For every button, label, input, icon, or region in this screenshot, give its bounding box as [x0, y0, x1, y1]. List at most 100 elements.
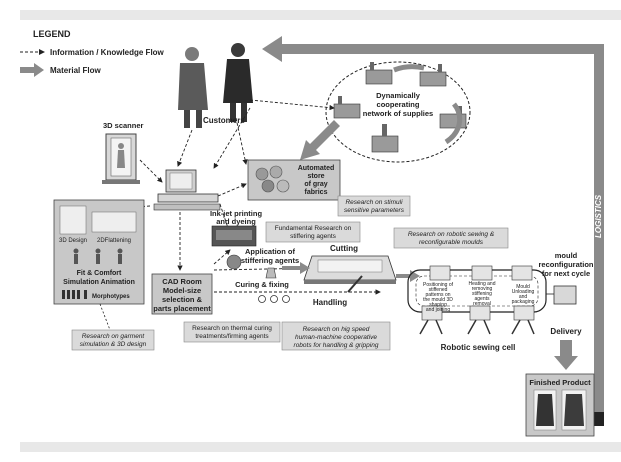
network-label-3: network of supplies [363, 109, 433, 118]
cutting-label: Cutting [330, 244, 358, 253]
delivery-arrow [554, 340, 578, 370]
stiffening-label-2: stiffering agents [241, 256, 299, 265]
cell-removal-1: Heating and [469, 281, 496, 287]
curing-label: Curing & fixing [235, 280, 289, 289]
customers-icon [178, 43, 253, 128]
research-speed-box [281, 321, 391, 351]
logistics-end [594, 412, 604, 426]
inkjet-printer-slot [216, 230, 252, 240]
finished-product-label: Finished Product [529, 378, 591, 387]
robot-icons [419, 319, 535, 335]
logistics-arrowhead [262, 36, 282, 62]
research-stimuli-1: Research on stimuli [345, 199, 403, 206]
research-fundamental-2: stiffering agents [290, 233, 337, 240]
network-flow-arrow [393, 64, 425, 73]
cad-room-box [151, 273, 213, 315]
computer-icon [153, 169, 221, 211]
design-3d-thumb [59, 205, 87, 235]
mould-stations [421, 265, 535, 321]
curing-dot [270, 295, 278, 303]
fit-label-1: Fit & Comfort [77, 270, 122, 277]
flattening-label: 2DFlattening [97, 238, 131, 244]
network-label-1: Dynamically [376, 91, 421, 100]
research-stimuli-box [337, 195, 411, 217]
bottom-band [20, 442, 621, 452]
network-flow-arrow [444, 102, 463, 145]
fabric-rolls-icon [255, 165, 290, 193]
cad-label-3: selection & [162, 295, 203, 304]
morphotype-figures [62, 290, 87, 299]
cell-removal-3: stiffening [472, 291, 492, 297]
research-thermal-2: treatments/firming agents [195, 333, 269, 340]
network-loop [325, 61, 471, 163]
cell-positioning-3: patterns on [425, 292, 450, 298]
research-robotic-1: Research on robotic sewing & [408, 231, 494, 238]
research-garment-2: simulation & 3D design [80, 341, 147, 348]
store-label-2: store [307, 173, 324, 180]
cad-label-4: parts placement [153, 304, 211, 313]
fit-label-2: Simulation Animation [63, 279, 135, 286]
stiffening-label-1: Application of [245, 247, 295, 256]
curing-dot [258, 295, 266, 303]
curing-dot [282, 295, 290, 303]
legend-material-arrow [20, 63, 44, 77]
flattening-thumb [91, 211, 137, 233]
mould-label-3: for next cycle [542, 269, 590, 278]
scanner-label: 3D scanner [103, 121, 144, 130]
cell-unloading-3: and [519, 294, 528, 300]
cell-unloading-2: Unloading [512, 289, 535, 295]
garment-link [99, 303, 111, 331]
cell-removal-2: removing [472, 286, 493, 292]
research-garment-1: Research on garment [82, 333, 146, 340]
delivery-label: Delivery [550, 327, 582, 336]
research-stimuli-2: sensitive parameters [344, 207, 405, 214]
stiffening-to-cutting-arrow [282, 262, 310, 274]
spray-icon [265, 267, 277, 279]
cell-removal-4: agents [474, 296, 490, 302]
store-label-1: Automated [298, 165, 335, 172]
research-speed-1: Research on hig speed [303, 326, 370, 333]
research-robotic-2: reconfigurable moulds [419, 239, 484, 246]
store-label-3: of gray [304, 181, 327, 188]
cell-positioning-5: shaping [429, 302, 447, 308]
research-thermal-box [183, 321, 281, 343]
inkjet-label-1: Ink-jet printing [210, 209, 262, 218]
cad-label-2: Model-size [163, 286, 201, 295]
research-robotic-box [393, 227, 509, 249]
cell-positioning-4: the mould 3D [423, 297, 453, 303]
mould-label-1: mould [555, 251, 578, 260]
disc-icon [226, 254, 242, 270]
research-thermal-1: Research on thermal curing [192, 325, 272, 332]
inkjet-label-2: and dyeing [216, 217, 256, 226]
legend-title: LEGEND [33, 29, 71, 39]
cell-positioning-6: and joining [426, 307, 450, 313]
suits-icon [533, 389, 587, 431]
research-fundamental-box [265, 221, 361, 243]
research-speed-2: human-machine cooperative [295, 334, 377, 341]
cell-unloading-4: packaging [512, 299, 535, 305]
robot-arm-icon [347, 275, 363, 293]
research-fundamental-1: Fundamental Research on [275, 225, 352, 232]
cell-positioning-2: stiffened [429, 287, 448, 293]
research-garment-box [71, 329, 155, 351]
logistics-label: LOGISTICS [594, 194, 603, 238]
avatar-figures [73, 248, 123, 264]
cutting-to-cell-arrow [396, 270, 420, 282]
mould-label-2: reconfiguration [538, 260, 593, 269]
legend-info-label: Information / Knowledge Flow [50, 48, 165, 57]
top-band [20, 10, 621, 20]
cutting-machine-icon [303, 255, 397, 284]
research-speed-3: robots for handling & gripping [294, 342, 379, 349]
morphotypes-label: Morphotypes [92, 294, 130, 300]
scanner-icon [102, 133, 140, 184]
design-3d-label: 3D Design [59, 238, 87, 244]
customers-label: Customers [203, 116, 245, 125]
cad-label-1: CAD Room [162, 277, 202, 286]
store-label-4: fabrics [305, 189, 328, 196]
robotic-cell-label: Robotic sewing cell [441, 343, 516, 352]
mould-icon [553, 285, 577, 305]
cell-unloading-1: Mould [516, 284, 530, 290]
network-label-2: cooperating [377, 100, 420, 109]
